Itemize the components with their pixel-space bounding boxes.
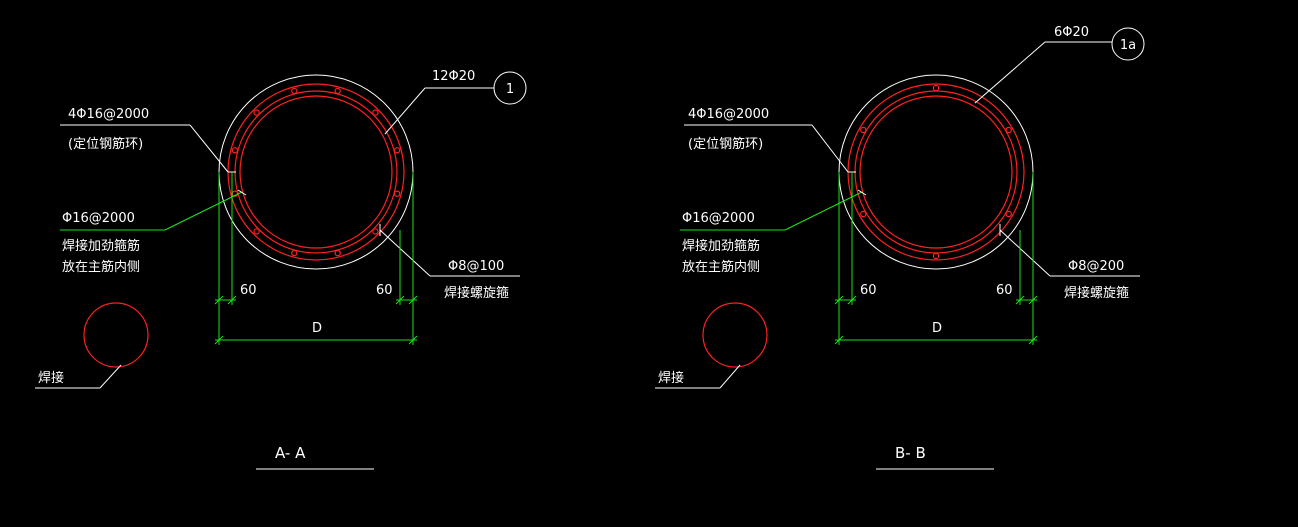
stiffener-tick [857,189,867,196]
main-bar [1005,126,1012,134]
dim-tick [1015,295,1025,305]
dim-tick [408,295,418,305]
weld-leader [99,364,122,389]
spiral-label: Φ8@200 [1068,259,1124,274]
main-bar [291,87,298,95]
spiral-label: Φ8@100 [448,259,504,274]
weld-label: 焊接 [38,370,64,386]
weld-label: 焊接 [658,370,684,386]
dim-tick [834,295,844,305]
main-bar [231,147,239,154]
dim-left-label: 60 [860,283,877,298]
stiffener-sub-label-2: 放在主筋内侧 [62,259,140,275]
main-bar [253,109,260,116]
main-bar [253,228,260,235]
pile-outline-circle [218,74,414,270]
main-bar-label: 12Φ20 [432,69,475,84]
weld-leader [719,364,741,389]
dim-tick [214,295,224,305]
main-bar [860,126,867,134]
stiffener-ring [859,95,1013,249]
ring-label: 4Φ16@2000 [68,107,149,122]
spiral-sub-label: 焊接螺旋箍 [444,285,509,301]
dim-tick [214,335,224,345]
section-b: 6Φ20 1a 4Φ16@2000 (定位钢筋环) Φ16@2000 焊接加劲箍… [655,25,1145,470]
main-bar [932,84,940,92]
section-title: B- B [895,444,926,462]
ring-leader [811,124,849,173]
spiral-leader [379,229,431,277]
dim-tick [408,335,418,345]
bubble-label: 1 [506,82,514,97]
main-bar-label: 6Φ20 [1054,25,1089,40]
ring-sub-label: (定位钢筋环) [688,136,763,152]
spiral-inner-ring [234,90,398,254]
main-bar [1005,210,1012,218]
weld-detail-circle [83,302,149,368]
stiffener-tick [237,189,247,196]
stiffener-leader [784,191,863,231]
reference-bubble [493,71,527,105]
dim-tick [395,295,405,305]
stiffener-ring [239,95,393,249]
main-bars [231,87,401,257]
main-bar [393,190,401,197]
section-a: 12Φ20 1 4Φ16@2000 (定位钢筋环) Φ16@2000 焊接加劲箍… [35,69,527,470]
main-bar-leader [974,41,1046,104]
dim-right-label: 60 [376,283,393,298]
pile-outline-circle [838,74,1034,270]
stiffener-label: Φ16@2000 [682,211,755,226]
reference-bubble [1111,27,1145,61]
main-bar [932,252,940,260]
spiral-outer-ring [847,83,1025,261]
main-bar [393,147,401,154]
stiffener-sub-label-1: 焊接加劲箍筋 [682,238,760,254]
stiffener-sub-label-2: 放在主筋内侧 [682,259,760,275]
ring-leader [189,124,229,173]
dim-total-label: D [312,321,322,336]
main-bar [860,210,867,218]
main-bars [860,84,1012,260]
spiral-inner-ring [854,90,1018,254]
dim-tick [834,335,844,345]
dim-total-label: D [932,321,942,336]
ring-label: 4Φ16@2000 [688,107,769,122]
spiral-leader [999,229,1051,277]
dim-tick [227,295,237,305]
bubble-label: 1a [1120,38,1136,53]
dim-tick [847,295,857,305]
main-bar-leader [384,87,426,135]
dim-right-label: 60 [996,283,1013,298]
ring-sub-label: (定位钢筋环) [68,136,143,152]
spiral-sub-label: 焊接螺旋箍 [1064,285,1129,301]
main-bar [334,249,341,257]
stiffener-leader [164,191,243,231]
dim-left-label: 60 [240,283,257,298]
stiffener-sub-label-1: 焊接加劲箍筋 [62,238,140,254]
dim-tick [1028,335,1038,345]
weld-detail-circle [702,302,768,368]
stiffener-label: Φ16@2000 [62,211,135,226]
dim-tick [1028,295,1038,305]
main-bar [291,249,298,257]
main-bar [334,87,341,95]
main-bar [372,109,379,116]
section-title: A- A [275,444,306,462]
main-bar [372,228,379,235]
